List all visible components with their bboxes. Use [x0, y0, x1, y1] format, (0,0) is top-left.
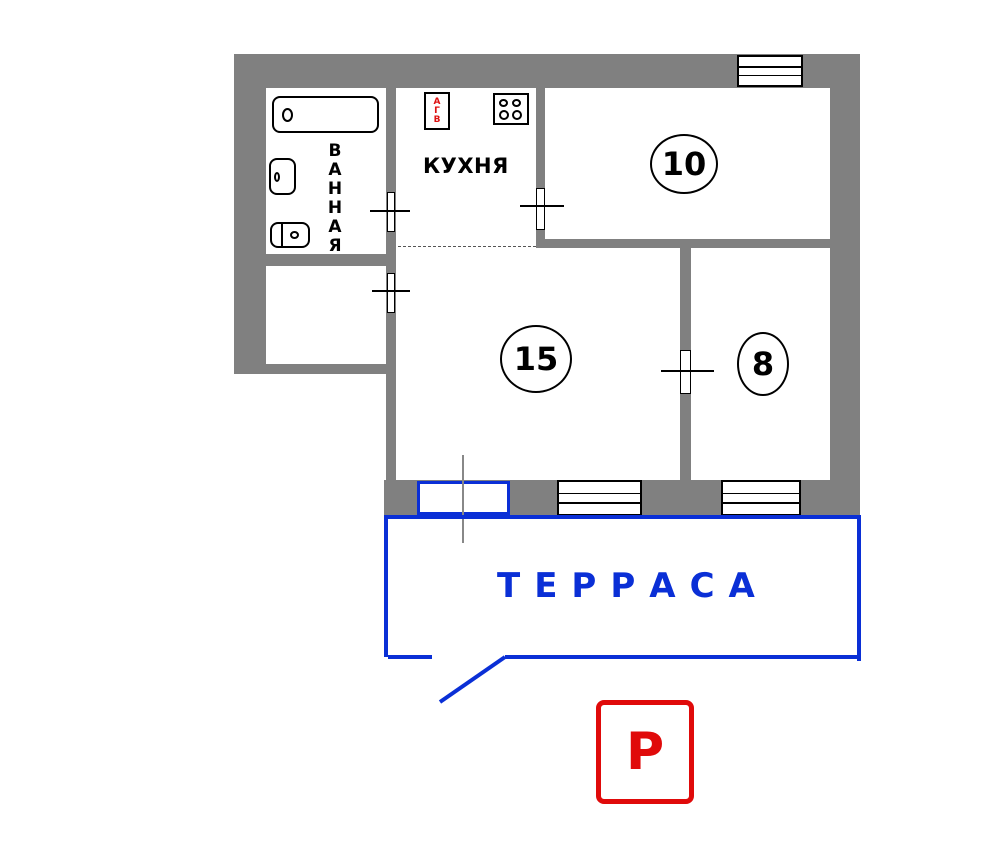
burner-icon: [499, 110, 509, 120]
terrace-outline: [384, 515, 861, 661]
room10-bottom-wall: [545, 239, 830, 248]
bathroom-bottom-wall: [266, 254, 388, 266]
window-room15: [557, 480, 642, 516]
sink-icon: [269, 158, 296, 195]
storage-door[interactable]: [387, 273, 395, 313]
terrace-gate-icon[interactable]: [436, 652, 510, 706]
kitchen-room10-wall: [536, 88, 545, 248]
bathtub-drain-icon: [282, 108, 293, 122]
terrace-bottom-edge-right: [505, 655, 861, 659]
burner-icon: [512, 110, 522, 120]
outer-wall-right: [830, 54, 860, 516]
window-room8: [721, 480, 801, 516]
window-room10: [737, 55, 803, 87]
kitchen-boundary-dashed: [398, 246, 536, 247]
terrace-gate-left-side: [384, 657, 388, 661]
room10-door[interactable]: [536, 188, 545, 230]
room8-door-swing: [661, 370, 714, 372]
burner-icon: [512, 99, 521, 107]
room-15-number: 15: [500, 325, 572, 393]
terrace-door-swing-line: [462, 455, 464, 543]
room-8-number: 8: [737, 332, 789, 396]
parking-sign-icon: P: [596, 700, 694, 804]
toilet-icon: [270, 222, 310, 248]
stove-icon: [493, 93, 529, 125]
outer-wall-left: [234, 54, 266, 374]
bathroom-door[interactable]: [387, 192, 395, 232]
gas-boiler-icon: А Г В: [424, 92, 450, 130]
toilet-bowl-icon: [290, 231, 299, 239]
toilet-tank-divider: [281, 224, 283, 246]
sink-drain-icon: [274, 172, 280, 182]
storage-door-swing: [372, 290, 410, 292]
terrace-bottom-edge-left: [384, 655, 432, 659]
bathroom-label: В А Н Н А Я: [327, 141, 343, 256]
room8-door[interactable]: [680, 350, 691, 394]
terrace-label: ТЕРРАСА: [497, 566, 769, 606]
kitchen-label: КУХНЯ: [423, 154, 509, 178]
room10-door-swing: [520, 205, 564, 207]
bathtub-icon: [272, 96, 379, 133]
terrace-door[interactable]: [417, 481, 510, 515]
burner-icon: [499, 99, 508, 107]
storage-bottom-wall: [234, 364, 386, 374]
storage-room: [266, 266, 384, 364]
room-10-number: 10: [650, 134, 718, 194]
bathroom-door-swing: [370, 210, 410, 212]
